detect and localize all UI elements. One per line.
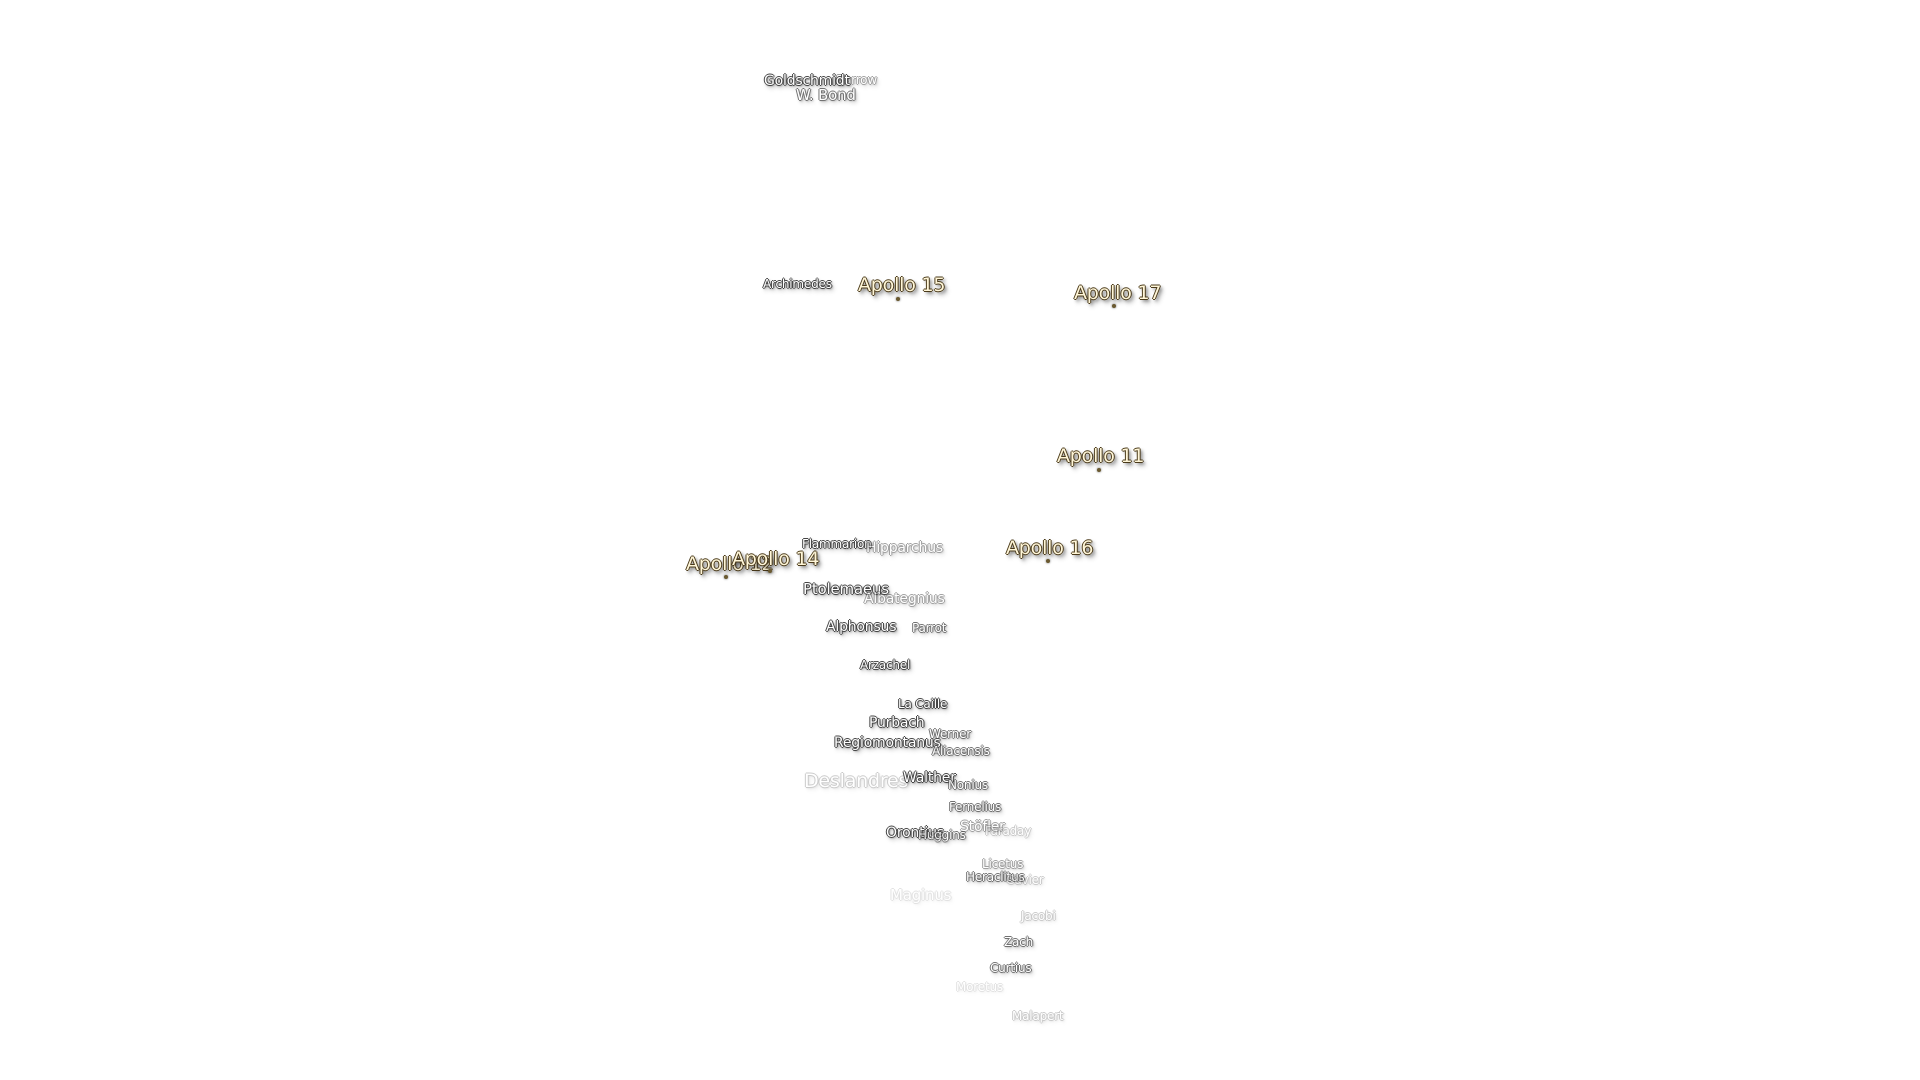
crater-label-ptolemaeus[interactable]: Ptolemaeus — [803, 580, 889, 598]
apollo-16-label[interactable]: Apollo 16 — [1006, 537, 1094, 559]
crater-label-w-bond[interactable]: W. Bond — [796, 86, 856, 104]
crater-label-flammarion[interactable]: Flammarion — [802, 537, 872, 551]
crater-label-hipparchus[interactable]: Hipparchus — [866, 540, 943, 556]
crater-label-nonius[interactable]: Nonius — [948, 778, 988, 792]
crater-label-regiomontanus[interactable]: Regiomontanus — [834, 735, 941, 751]
apollo-17-label[interactable]: Apollo 17 — [1074, 282, 1162, 304]
crater-label-zach[interactable]: Zach — [1004, 935, 1033, 949]
apollo-17-marker-icon[interactable] — [1112, 304, 1116, 308]
crater-label-licetus[interactable]: Licetus — [982, 857, 1024, 871]
crater-label-stoefler[interactable]: Stöfler — [960, 819, 1005, 835]
crater-label-albategnius[interactable]: Albategnius — [864, 591, 945, 607]
apollo-12-marker-icon[interactable] — [724, 575, 728, 579]
crater-label-goldschmidt[interactable]: Goldschmidt — [764, 73, 850, 89]
crater-label-la-caille[interactable]: La Caille — [898, 697, 948, 711]
crater-label-archimedes[interactable]: Archimedes — [763, 277, 832, 291]
apollo-12-label[interactable]: Apollo 12 — [686, 553, 774, 575]
crater-label-maginus[interactable]: Maginus — [890, 886, 952, 904]
crater-label-huggins[interactable]: Huggins — [918, 828, 966, 842]
crater-label-walther[interactable]: Walther — [903, 770, 956, 786]
crater-label-moretus[interactable]: Moretus — [956, 980, 1003, 994]
crater-label-aliacensis[interactable]: Aliacensis — [932, 744, 990, 758]
apollo-15-label[interactable]: Apollo 15 — [858, 274, 946, 296]
crater-label-alphonsus[interactable]: Alphonsus — [826, 619, 897, 635]
crater-label-werner[interactable]: Werner — [929, 727, 971, 741]
apollo-14-label[interactable]: Apollo 14 — [732, 548, 820, 570]
crater-label-cuvier[interactable]: Cuvier — [1006, 873, 1044, 887]
apollo-16-marker-icon[interactable] — [1046, 559, 1050, 563]
apollo-14-marker-icon[interactable] — [768, 569, 772, 573]
crater-label-faraday[interactable]: Faraday — [985, 824, 1032, 838]
crater-label-fernelius[interactable]: Fernelius — [949, 800, 1002, 814]
crater-label-orontius[interactable]: Orontius — [886, 825, 944, 841]
apollo-11-label[interactable]: Apollo 11 — [1057, 445, 1145, 467]
crater-label-parrot[interactable]: Parrot — [912, 621, 947, 635]
apollo-15-marker-icon[interactable] — [896, 297, 900, 301]
crater-label-barrow[interactable]: Barrow — [836, 73, 877, 87]
crater-label-deslandres[interactable]: Deslandres — [804, 770, 909, 792]
apollo-11-marker-icon[interactable] — [1097, 468, 1101, 472]
crater-label-heraclitus[interactable]: Heraclitus — [966, 870, 1025, 884]
crater-label-purbach[interactable]: Purbach — [869, 715, 925, 731]
crater-label-curtius[interactable]: Curtius — [990, 961, 1032, 975]
crater-label-jacobi[interactable]: Jacobi — [1021, 909, 1056, 923]
crater-label-malapert[interactable]: Malapert — [1012, 1009, 1064, 1023]
crater-label-arzachel[interactable]: Arzachel — [860, 658, 911, 672]
